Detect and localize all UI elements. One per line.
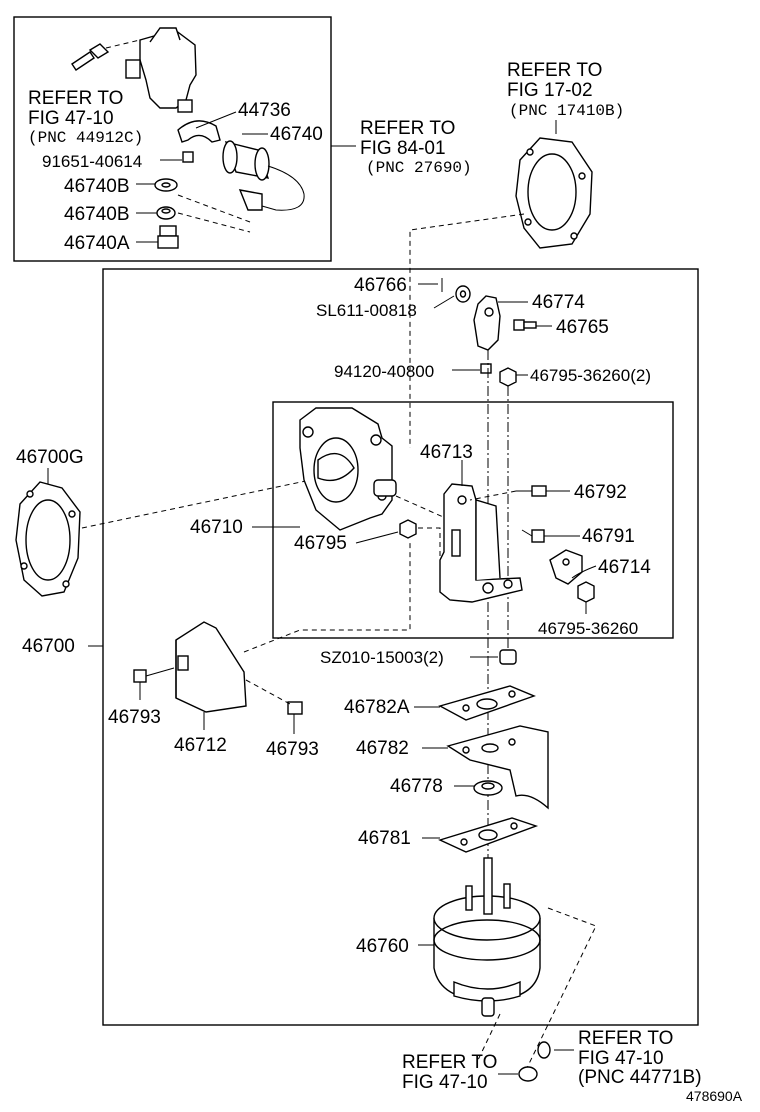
refer-17-line3: (PNC 17410B) [509, 102, 624, 120]
refer-84-line2: FIG 84-01 [360, 138, 446, 159]
part-label-SZ010-15003-2: SZ010-15003(2) [320, 648, 444, 667]
part-label-46740B-2: 46740B [64, 204, 130, 225]
refer-bl-line1: REFER TO [402, 1052, 497, 1073]
part-label-46740B-1: 46740B [64, 176, 130, 197]
part-label-46791: 46791 [582, 526, 635, 547]
refer-br-line1: REFER TO [578, 1028, 673, 1049]
refer-tl-line1: REFER TO [28, 88, 123, 109]
part-label-46793-2: 46793 [266, 739, 319, 760]
nut-46795-36260-2 [499, 367, 517, 387]
part-label-46795-36260-2: 46795-36260(2) [530, 366, 651, 385]
refer-tl-line2: FIG 47-10 [28, 108, 114, 129]
part-label-46774: 46774 [532, 292, 585, 313]
bracket-46774 [473, 295, 501, 351]
actuator-drawing [71, 27, 197, 113]
plate-46782A [438, 685, 536, 721]
part-label-46766: 46766 [354, 275, 407, 296]
part-label-44736: 44736 [238, 100, 291, 121]
screw-46793-1 [133, 667, 175, 683]
figure-id: 478690A [686, 1088, 743, 1104]
housing-46710 [299, 407, 397, 531]
part-label-46782A: 46782A [344, 697, 410, 718]
collar-SZ010-15003 [499, 649, 517, 665]
refer-br-line2: FIG 47-10 [578, 1048, 664, 1069]
gasket-top-right [515, 137, 593, 249]
plate-46781 [438, 817, 539, 853]
gasket-46700G [15, 481, 81, 597]
bolt-46792 [516, 485, 547, 497]
part-label-46740A: 46740A [64, 233, 130, 254]
bolt-46791 [521, 529, 545, 543]
inset-box-top-left [13, 16, 332, 262]
part-label-46712: 46712 [174, 735, 227, 756]
part-label-91651-40614: 91651-40614 [42, 152, 142, 171]
part-label-46792: 46792 [574, 482, 627, 503]
nut-94120-40800 [480, 363, 492, 374]
part-label-46782: 46782 [356, 738, 409, 759]
part-label-46795: 46795 [294, 533, 347, 554]
refer-tl-line3: (PNC 44912C) [28, 129, 143, 147]
refer-84-line3: (PNC 27690) [366, 159, 472, 177]
washer-46740B-1 [154, 178, 178, 192]
part-label-46700: 46700 [22, 636, 75, 657]
grommet-46778 [473, 780, 503, 796]
part-label-46793-1: 46793 [108, 707, 161, 728]
part-label-46760: 46760 [356, 936, 409, 957]
refer-17-line2: FIG 17-02 [507, 80, 593, 101]
clamp-44736-drawing [177, 120, 221, 143]
refer-br-line3: (PNC 44771B) [578, 1067, 702, 1088]
bolt-46765 [513, 319, 537, 331]
refer-84-line1: REFER TO [360, 118, 455, 139]
part-label-SL611-00818: SL611-00818 [316, 301, 417, 320]
filter-46740-drawing [222, 140, 305, 211]
bolt-46740A [157, 225, 179, 249]
part-label-46714: 46714 [598, 557, 651, 578]
refer-bl-line2: FIG 47-10 [402, 1072, 488, 1093]
nut-46795-36260 [577, 581, 595, 603]
part-label-46740: 46740 [270, 124, 323, 145]
lever-46714 [549, 549, 583, 585]
part-label-46700G: 46700G [16, 447, 84, 468]
part-label-46710: 46710 [190, 517, 243, 538]
part-label-46795-36260: 46795-36260 [538, 619, 638, 638]
cover-46712 [175, 621, 247, 713]
nut-46795 [399, 519, 417, 539]
washer-SL611-00818 [455, 285, 471, 303]
small-bolt-91651 [182, 151, 194, 163]
part-label-46765: 46765 [556, 317, 609, 338]
bracket-46782 [446, 725, 549, 810]
hose-clip-bottom [518, 1041, 551, 1082]
screw-46793-2 [287, 701, 303, 715]
bracket-46713 [439, 483, 523, 603]
part-label-94120-40800: 94120-40800 [334, 362, 434, 381]
main-assembly-box [102, 268, 699, 1026]
washer-46740B-2 [156, 206, 176, 220]
refer-17-line1: REFER TO [507, 60, 602, 81]
actuator-46760 [433, 857, 541, 1017]
part-label-46778: 46778 [390, 776, 443, 797]
sub-assembly-box [272, 401, 674, 639]
part-label-46781: 46781 [358, 828, 411, 849]
part-label-46713: 46713 [420, 442, 473, 463]
